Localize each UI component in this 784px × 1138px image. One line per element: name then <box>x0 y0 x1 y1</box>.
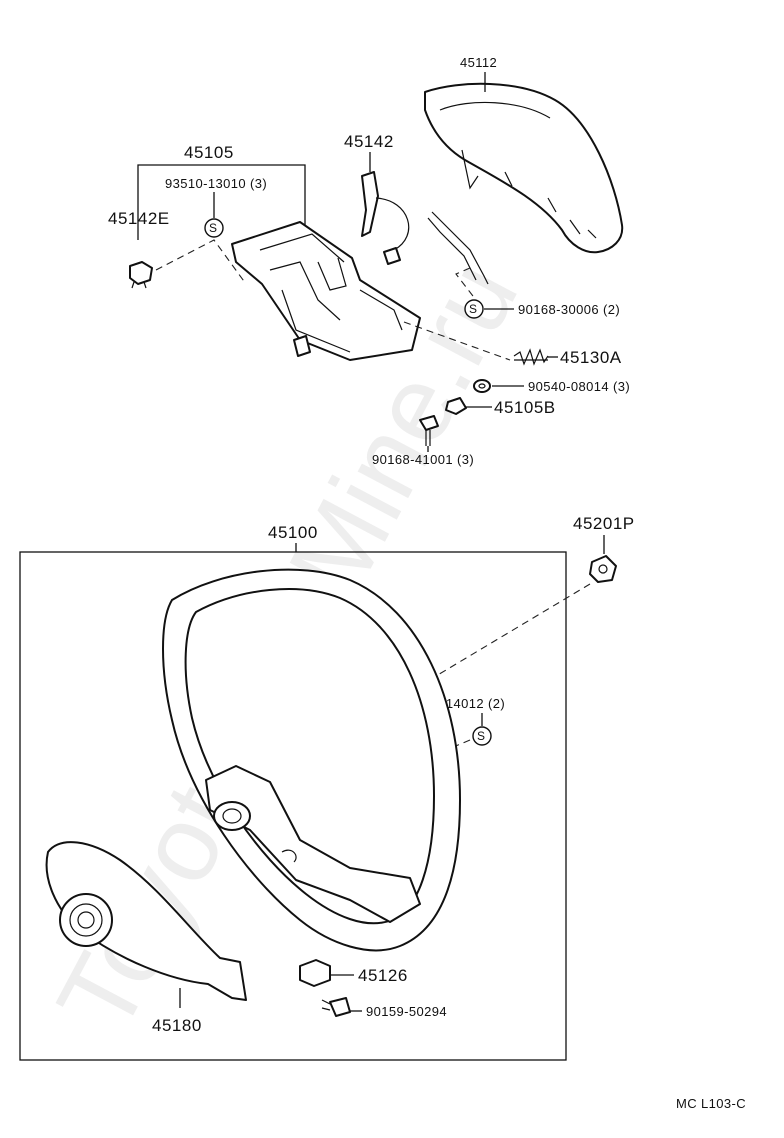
bracket-45105 <box>137 164 306 240</box>
dashline-bracket-spring <box>403 321 511 361</box>
dashline-90168-30006 <box>455 267 477 301</box>
label-93510-13010: 93510-13010 (3) <box>165 176 267 191</box>
bracket-45105-body <box>231 221 421 361</box>
horn-pad-45180 <box>45 841 247 1001</box>
label-45105B: 45105B <box>494 398 556 417</box>
collar-45105B <box>445 397 467 415</box>
svg-text:S: S <box>469 302 477 316</box>
clip-45126 <box>299 959 331 987</box>
label-45180: 45180 <box>152 1016 202 1035</box>
svg-text:S: S <box>477 729 485 743</box>
washer-90540 <box>473 379 491 393</box>
label-45142: 45142 <box>344 132 394 151</box>
label-45105: 45105 <box>184 143 234 162</box>
s-symbol-93560: S <box>472 726 492 746</box>
nut-45201P <box>589 555 617 583</box>
clip-45142E <box>129 261 153 289</box>
s-symbol-93510: S <box>204 218 224 238</box>
horn-pad-cover-45112 <box>424 82 624 254</box>
label-90168-41001: 90168-41001 (3) <box>372 452 474 467</box>
screw-90159-50294 <box>321 997 351 1017</box>
diagram-code: MC L103-C <box>676 1096 746 1111</box>
steering-wheel-45100 <box>162 568 461 952</box>
label-90540-08014: 90540-08014 (3) <box>528 379 630 394</box>
label-45130A: 45130A <box>560 348 622 367</box>
spring-45130A <box>513 348 549 366</box>
box-45100 <box>19 551 567 1061</box>
label-45112: 45112 <box>460 55 497 70</box>
label-45142E: 45142E <box>108 209 170 228</box>
svg-text:S: S <box>209 221 217 235</box>
label-45201P: 45201P <box>573 514 635 533</box>
dashline-45142E <box>155 239 247 285</box>
wire-harness-45142 <box>361 171 489 285</box>
label-90159-50294: 90159-50294 <box>366 1004 447 1019</box>
s-symbol-90168-30006: S <box>464 299 484 319</box>
screw-90168-41001 <box>419 415 439 446</box>
label-90168-30006: 90168-30006 (2) <box>518 302 620 317</box>
label-45126: 45126 <box>358 966 408 985</box>
label-45100: 45100 <box>268 523 318 542</box>
